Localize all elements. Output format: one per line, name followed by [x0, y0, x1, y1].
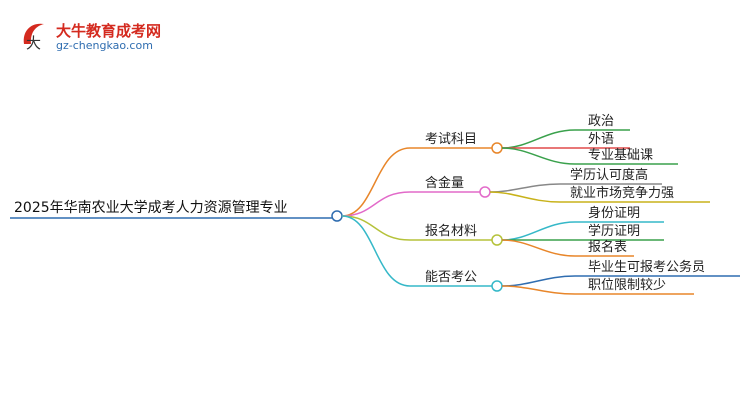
- leaf-connector: [501, 147, 678, 165]
- leaf-label: 专业基础课: [588, 148, 654, 163]
- leaf-connector: [489, 191, 710, 203]
- leaf-label: 就业市场竞争力强: [570, 186, 675, 201]
- branch-node: [491, 234, 503, 246]
- leaf-connector: [501, 239, 634, 257]
- leaf-label: 报名表: [588, 240, 628, 255]
- branch-label: 含金量: [425, 176, 465, 191]
- branch-label: 能否考公: [425, 270, 478, 285]
- leaf-label: 职位限制较少: [588, 278, 667, 293]
- branch-connector: [341, 191, 480, 217]
- logo-mark-icon: 大: [23, 23, 44, 52]
- leaf-label: 外语: [588, 132, 615, 147]
- leaf-label: 学历认可度高: [570, 168, 649, 183]
- leaf-label: 毕业生可报考公务员: [588, 260, 706, 275]
- mindmap-root: 2025年华南农业大学成考人力资源管理专业: [14, 200, 288, 216]
- leaf-label: 政治: [588, 114, 615, 129]
- branch-node: [491, 142, 503, 154]
- branch-connector: [341, 147, 492, 217]
- branch-node: [479, 186, 491, 198]
- branch-label: 考试科目: [425, 132, 478, 147]
- leaf-label: 身份证明: [588, 206, 641, 221]
- root-node: [331, 210, 343, 222]
- branch-connector: [341, 215, 492, 241]
- branch-label: 报名材料: [425, 224, 478, 239]
- leaf-connector: [501, 285, 694, 295]
- logo-title: 大牛教育成考网: [56, 22, 162, 40]
- branch-connector: [341, 215, 492, 287]
- svg-text:大: 大: [26, 34, 41, 52]
- logo-url: gz-chengkao.com: [56, 39, 153, 52]
- leaf-label: 学历证明: [588, 224, 641, 239]
- site-logo: 大 大牛教育成考网 gz-chengkao.com: [18, 18, 168, 58]
- branch-node: [491, 280, 503, 292]
